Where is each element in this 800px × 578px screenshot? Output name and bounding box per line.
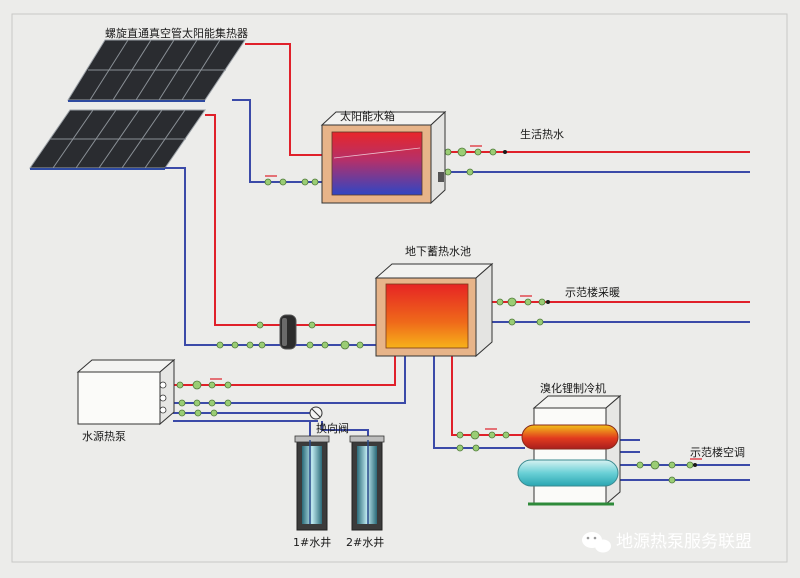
well-2-label: 2#水井 [346,535,384,549]
watermark: 地源热泵服务联盟 [582,532,752,553]
heat-pump-label: 水源热泵 [82,429,126,443]
frame [11,13,788,563]
watermark-text: 地源热泵服务联盟 [616,532,752,552]
domestic-hot-water-label: 生活热水 [520,127,564,141]
expansion-tank [279,314,297,350]
solar-water-tank [320,110,447,205]
solar-collector-upper [67,39,246,102]
solar-collector-lower [29,109,206,170]
reversing-valve-label: 换向阀 [316,421,349,435]
well-1 [294,435,330,531]
water-source-heat-pump [76,358,176,426]
underground-pool-label: 地下蓄热水池 [405,245,471,258]
demo-heating-label: 示范楼采暖 [565,285,620,299]
reversing-valve [309,406,369,440]
hot-pipes [173,43,750,436]
wechat-icon [582,532,611,553]
solar-tank-label: 太阳能水箱 [340,109,395,123]
valve-markers [176,147,694,484]
libr-absorption-chiller [517,394,622,506]
flow-arrows [210,145,702,460]
chiller-label: 溴化锂制冷机 [540,381,606,395]
demo-ac-label: 示范楼空调 [690,445,745,459]
underground-storage-pool [374,262,494,358]
well-2 [349,435,385,531]
well-1-label: 1#水井 [293,535,331,549]
collector-label: 螺旋直通真空管太阳能集热器 [105,26,248,40]
